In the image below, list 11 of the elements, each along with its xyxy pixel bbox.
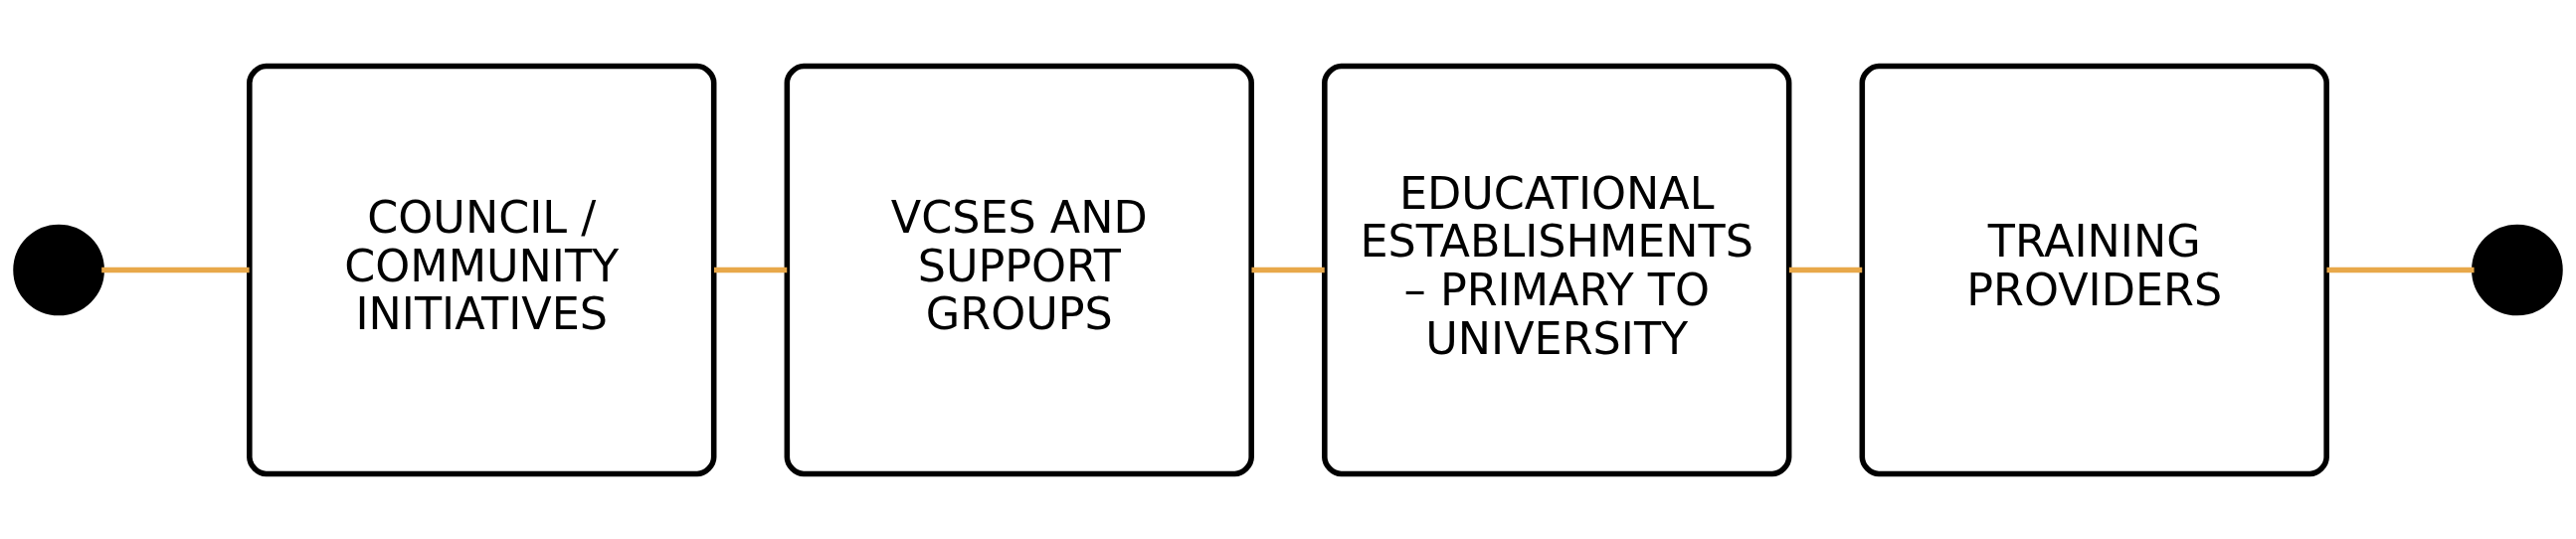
node-box: TRAINING PROVIDERS: [1859, 63, 2329, 476]
node-circle: [13, 224, 104, 315]
connector: [2326, 267, 2475, 272]
connector: [1251, 267, 1325, 272]
connector: [101, 267, 250, 272]
connector: [714, 267, 788, 272]
connector: [1788, 267, 1863, 272]
node-box: EDUCATIONAL ESTABLISHMENTS – PRIMARY TO UNIVERSITY: [1322, 63, 1792, 476]
node-circle: [2472, 224, 2563, 315]
node-box: COUNCIL / COMMUNITY INITIATIVES: [247, 63, 717, 476]
node-box: VCSES AND SUPPORT GROUPS: [784, 63, 1254, 476]
